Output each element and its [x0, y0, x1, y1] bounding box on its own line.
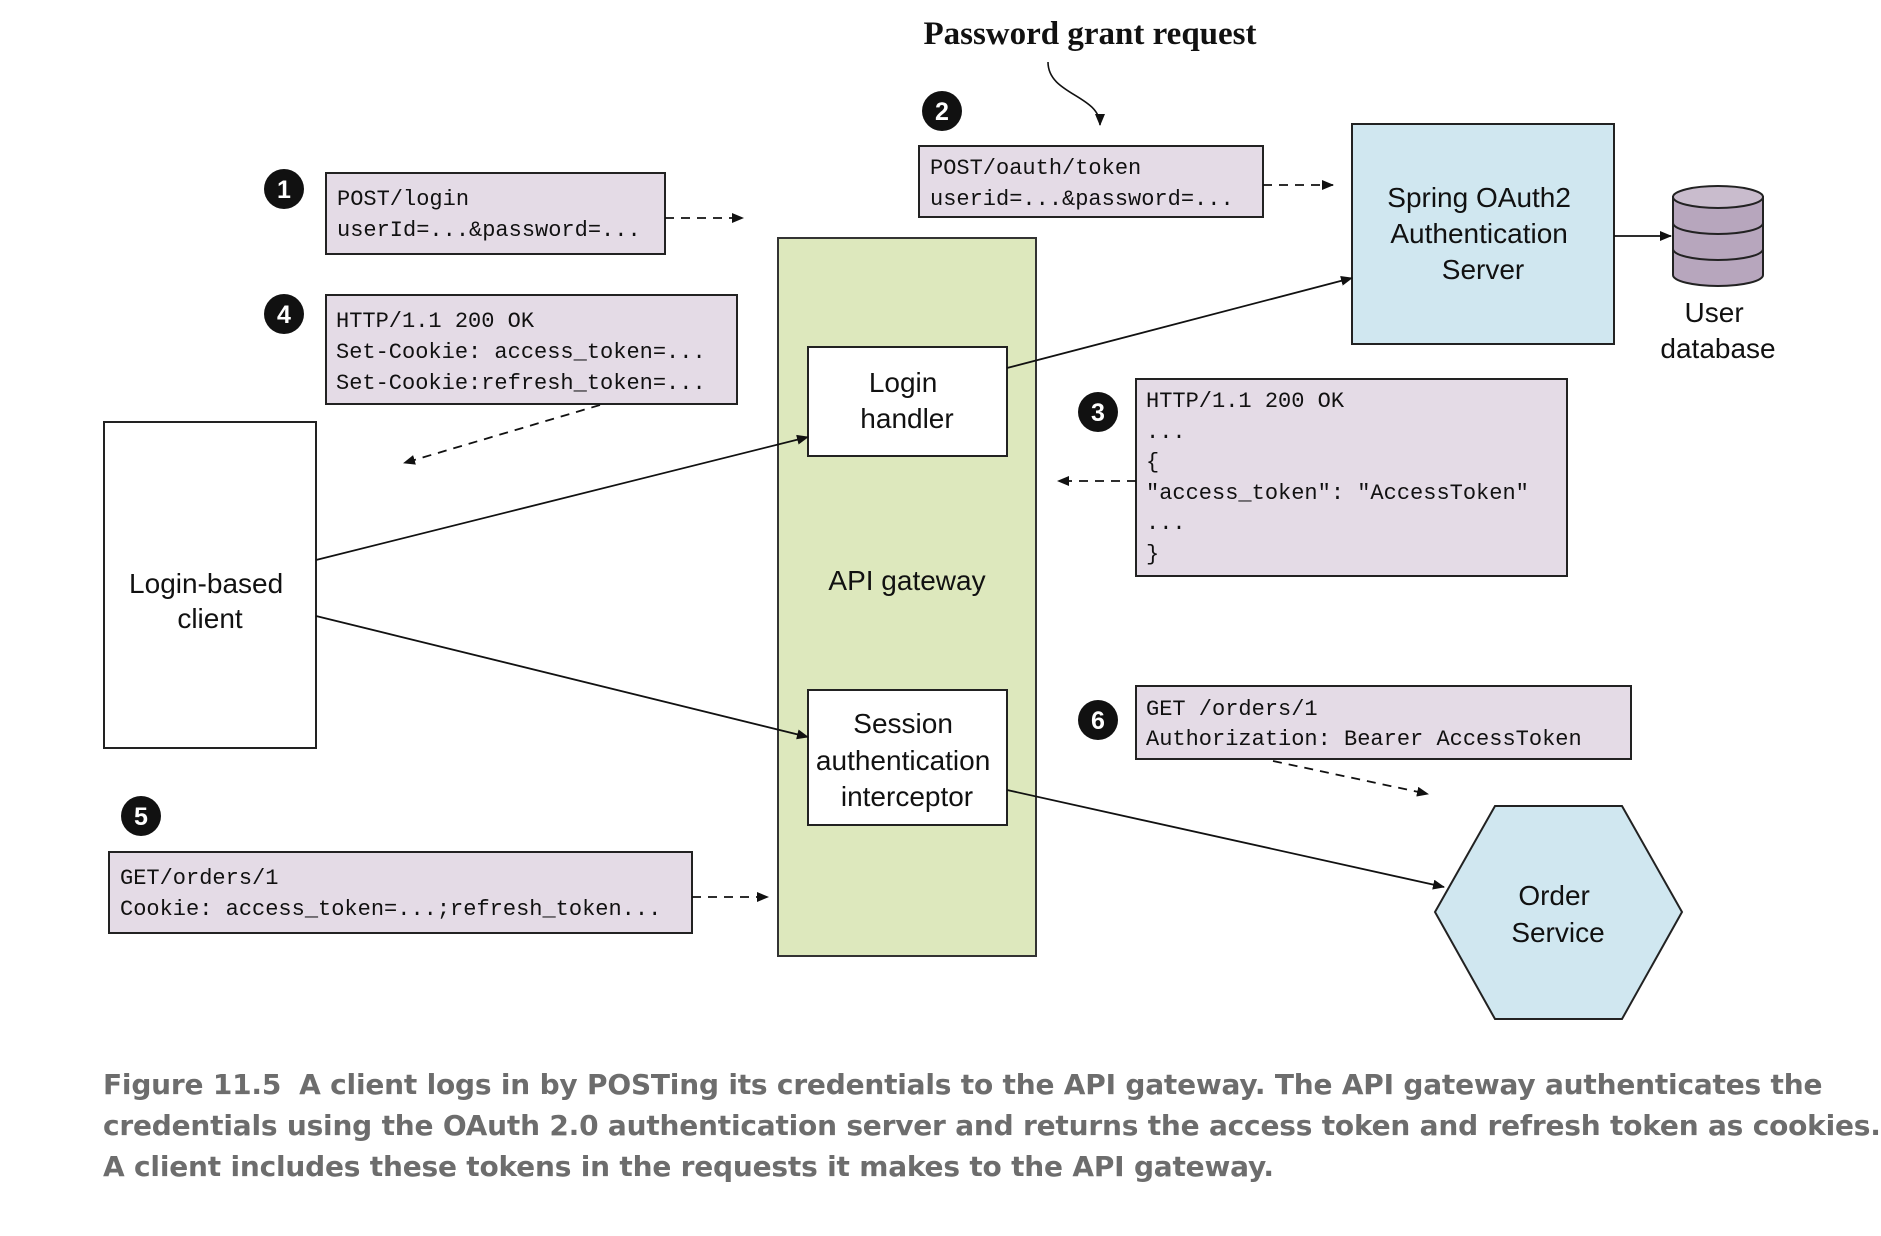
- figure-caption: Figure 11.5 A client logs in by POSTing i…: [103, 1064, 1881, 1187]
- arrow-login-handler-to-auth-server: [1006, 275, 1353, 369]
- message-step6: GET /orders/1 Authorization: Bearer Acce…: [1135, 685, 1632, 760]
- svg-text:HTTP/1.1 200 OK Set-Cook: HTTP/1.1 200 OK Set-Cookie: access_token…: [336, 309, 719, 396]
- session-interceptor-label: Session authentication interceptor: [816, 708, 998, 812]
- step-marker-3: 3: [1078, 392, 1118, 432]
- session-interceptor-box: [807, 689, 1008, 826]
- svg-text:GET/orders/1 Cookie: acc: GET/orders/1 Cookie: access_token=...;re…: [120, 866, 661, 922]
- svg-text:HTTP/1.1 200 OK ...: HTTP/1.1 200 OK ... { "access_token": "A…: [1146, 389, 1542, 567]
- arrow-interceptor-to-order-service: [1006, 789, 1445, 890]
- figure-label: Figure 11.5: [103, 1068, 282, 1101]
- message-step4: HTTP/1.1 200 OK Set-Cookie: access_token…: [325, 294, 738, 405]
- svg-text:1: 1: [277, 176, 291, 204]
- message-step3: HTTP/1.1 200 OK ... { "access_token": "A…: [1135, 378, 1568, 577]
- order-service-label: Order Service: [1511, 880, 1604, 948]
- message-step5: GET/orders/1 Cookie: access_token=...;re…: [108, 851, 693, 934]
- svg-text:POST/oauth/token userid=: POST/oauth/token userid=...&password=...: [930, 156, 1234, 212]
- heading-pointer: [1047, 61, 1105, 126]
- auth-server-box: [1351, 123, 1615, 345]
- user-database-icon: [1672, 185, 1764, 287]
- login-handler-box: [807, 346, 1008, 457]
- auth-server-label: Spring OAuth2 Authentication Server: [1387, 182, 1578, 285]
- api-gateway-box: [777, 237, 1037, 957]
- svg-text:POST/login userId=...&pa: POST/login userId=...&password=...: [337, 187, 641, 243]
- caption-line-1: A client logs in by POSTing its credenti…: [299, 1068, 1823, 1101]
- step-marker-4: 4: [264, 294, 304, 334]
- user-database-label: User database: [1660, 297, 1775, 364]
- login-client-box: [103, 421, 317, 749]
- svg-text:2: 2: [935, 98, 949, 126]
- step-marker-1: 1: [264, 169, 304, 209]
- step-marker-6: 6: [1078, 700, 1118, 740]
- password-grant-heading: Password grant request: [923, 16, 1256, 52]
- dashed-arrow-step6: [1272, 760, 1429, 797]
- message-step2: POST/oauth/token userid=...&password=...: [918, 145, 1264, 218]
- order-service-hexagon: [1433, 805, 1684, 1020]
- svg-text:3: 3: [1091, 399, 1105, 427]
- svg-text:4: 4: [277, 301, 291, 329]
- dashed-arrow-step4: [403, 404, 601, 465]
- message-step1: POST/login userId=...&password=...: [325, 172, 666, 255]
- arrow-client-to-login-handler: [315, 434, 809, 561]
- api-gateway-label: API gateway: [828, 565, 985, 596]
- caption-line-3: A client includes these tokens in the re…: [103, 1150, 1274, 1183]
- arrow-client-to-session-interceptor: [315, 615, 809, 740]
- step-marker-5: 5: [121, 796, 161, 836]
- login-handler-label: Login handler: [860, 367, 953, 434]
- caption-line-2: credentials using the OAuth 2.0 authenti…: [103, 1109, 1881, 1142]
- svg-text:GET /orders/1 Authorizat: GET /orders/1 Authorization: Bearer Acce…: [1146, 697, 1582, 752]
- step-marker-2: 2: [922, 91, 962, 131]
- login-client-label: Login-based client: [129, 568, 291, 634]
- svg-text:6: 6: [1091, 707, 1105, 735]
- svg-text:5: 5: [134, 803, 148, 831]
